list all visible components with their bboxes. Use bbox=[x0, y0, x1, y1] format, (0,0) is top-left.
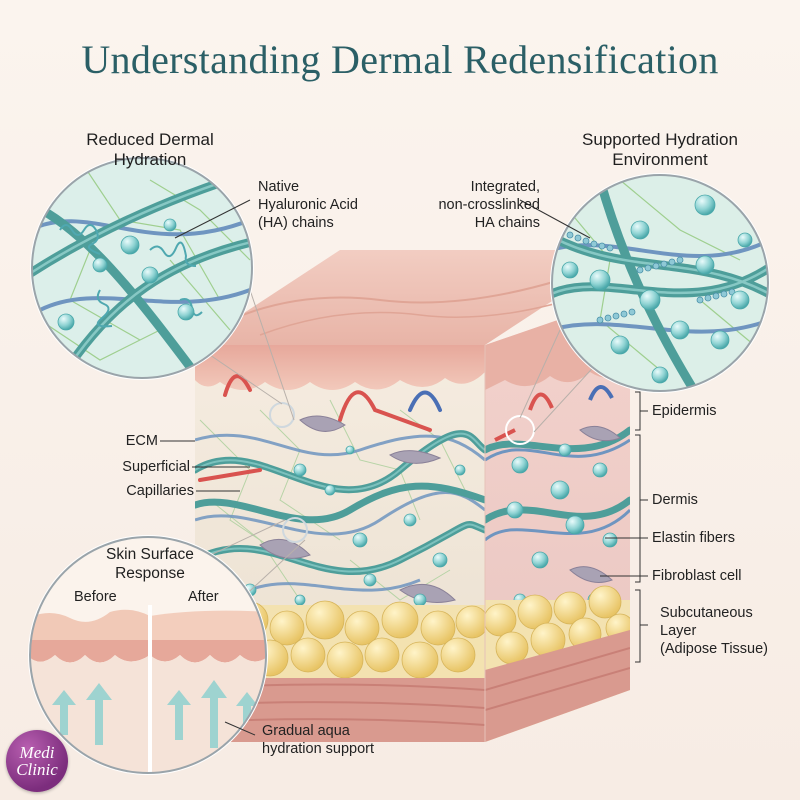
integrated-ha-line2: non-crosslinked bbox=[438, 197, 540, 213]
superficial-label: Superficial bbox=[122, 459, 190, 475]
page-title: Understanding Dermal Redensification bbox=[81, 37, 719, 82]
integrated-ha-line1: Integrated, bbox=[470, 179, 540, 195]
right-inset-heading: Supported Hydration Environment bbox=[545, 130, 775, 170]
native-ha-line2: Hyaluronic Acid bbox=[258, 197, 358, 213]
subcutaneous-line1: Subcutaneous bbox=[660, 605, 753, 621]
surface-inset-heading-line1: Skin Surface bbox=[106, 546, 194, 563]
capillaries-label: Capillaries bbox=[126, 483, 194, 499]
left-inset-heading-line1: Reduced Dermal bbox=[86, 130, 214, 149]
reduced-hydration-inset bbox=[30, 156, 254, 380]
right-inset-heading-line2: Environment bbox=[612, 150, 708, 169]
before-label: Before bbox=[74, 589, 117, 605]
medi-clinic-logo: Medi Clinic bbox=[6, 730, 68, 792]
after-label: After bbox=[188, 589, 219, 605]
focus-ring-right bbox=[505, 415, 535, 445]
right-inset-heading-line1: Supported Hydration bbox=[582, 130, 738, 149]
fibroblast-label: Fibroblast cell bbox=[652, 568, 742, 584]
skin-block bbox=[195, 250, 630, 742]
layer-brackets bbox=[600, 391, 648, 663]
logo-line2: Clinic bbox=[16, 760, 58, 779]
integrated-ha-line3: HA chains bbox=[474, 215, 540, 231]
leader-lines bbox=[160, 199, 591, 736]
focus-ring-bottom bbox=[282, 517, 308, 543]
focus-ring-left bbox=[269, 402, 295, 428]
subcutaneous-line3: (Adipose Tissue) bbox=[660, 641, 768, 657]
subcutaneous-label: Subcutaneous Layer (Adipose Tissue) bbox=[660, 604, 768, 658]
native-ha-line1: Native bbox=[258, 179, 300, 195]
left-inset-heading-line2: Hydration bbox=[113, 150, 187, 169]
subcutaneous-line2: Layer bbox=[660, 623, 697, 639]
epidermis-label: Epidermis bbox=[652, 403, 717, 419]
surface-inset-heading: Skin Surface Response bbox=[70, 545, 230, 583]
surface-inset-heading-line2: Response bbox=[115, 565, 185, 582]
gradual-line1: Gradual aqua bbox=[262, 723, 350, 739]
integrated-ha-label: Integrated, non-crosslinked HA chains bbox=[400, 178, 540, 232]
native-ha-line3: (HA) chains bbox=[258, 215, 334, 231]
before-after-divider bbox=[148, 605, 152, 773]
supported-hydration-inset bbox=[550, 173, 770, 393]
ecm-label: ECM bbox=[125, 433, 158, 449]
projection-lines bbox=[199, 289, 601, 601]
logo-line1: Medi bbox=[19, 743, 55, 762]
native-ha-label: Native Hyaluronic Acid (HA) chains bbox=[258, 178, 408, 232]
gradual-line2: hydration support bbox=[262, 741, 375, 757]
left-inset-heading: Reduced Dermal Hydration bbox=[50, 130, 250, 170]
gradual-hydration-label: Gradual aqua hydration support bbox=[262, 722, 374, 758]
elastin-label: Elastin fibers bbox=[652, 530, 736, 546]
dermis-label: Dermis bbox=[652, 492, 698, 508]
